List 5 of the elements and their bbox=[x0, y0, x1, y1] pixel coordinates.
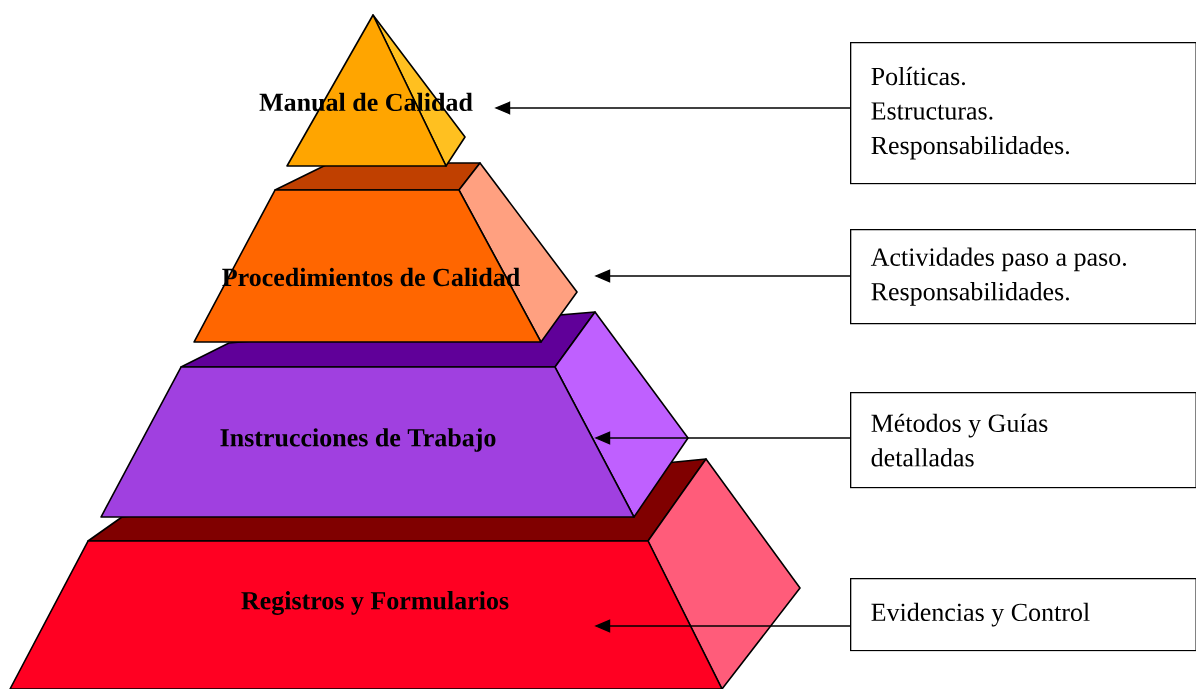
description-box: Actividades paso a paso. Responsabilidades. bbox=[850, 229, 1196, 325]
pyramid-layer: Instrucciones de Trabajo bbox=[100, 311, 689, 518]
description-box: Métodos y Guías detalladas bbox=[850, 392, 1196, 489]
description-box: Evidencias y Control bbox=[850, 578, 1196, 652]
description-box: Políticas. Estructuras. Responsabilidades. bbox=[850, 42, 1196, 185]
